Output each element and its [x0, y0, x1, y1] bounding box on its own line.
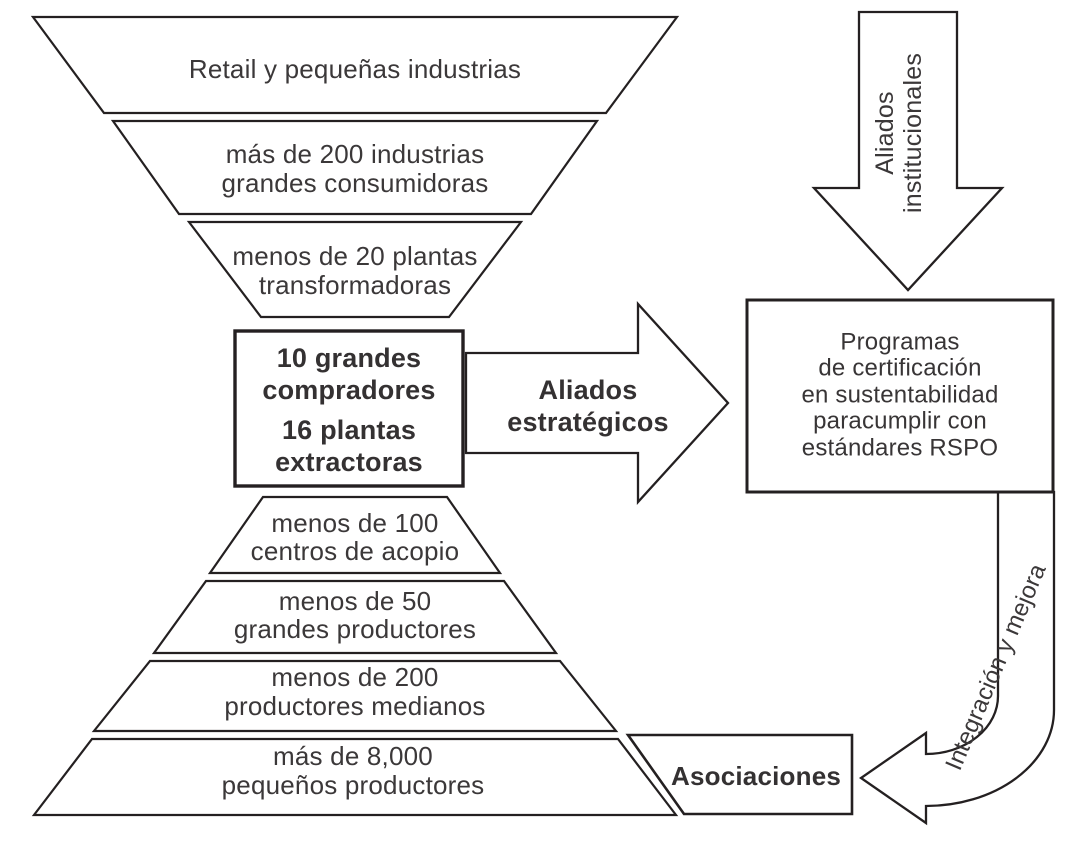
bottom-pyramid-level-4-label-line2: pequeños productores: [222, 770, 485, 800]
strategic-allies-arrow-label-line2: estratégicos: [507, 407, 668, 437]
top-funnel-level-2-label-line2: grandes consumidoras: [221, 168, 488, 198]
institutional-allies-arrow-label-line1: Aliados: [871, 91, 899, 174]
institutional-allies-arrow-label-line2: institucionales: [899, 53, 927, 213]
certification-box-label-line3: en sustentabilidad: [801, 382, 998, 409]
top-funnel-level-1-label: Retail y pequeñas industrias: [189, 54, 521, 84]
top-funnel-level-1: [30, 15, 680, 115]
bottom-pyramid-level-1-label-line2: centros de acopio: [251, 536, 460, 566]
certification-box-label-line4: paracumplir con: [813, 408, 987, 435]
certification-box-label-line5: estándares RSPO: [802, 435, 998, 462]
institutional-allies-arrow: [811, 10, 1005, 292]
core-box-label-line1: 10 grandes: [277, 343, 422, 373]
core-box: [233, 329, 465, 488]
strategic-allies-arrow: [464, 301, 730, 505]
strategic-allies-arrow-label-line1: Aliados: [539, 375, 638, 405]
certification-box-label-line2: de certificación: [818, 355, 981, 382]
integration-arrow: [858, 490, 1056, 826]
bottom-pyramid-level-2-label-line2: grandes productores: [234, 614, 476, 644]
bottom-pyramid-level-3: [91, 659, 619, 733]
core-box-label-line2: compradores: [262, 375, 435, 405]
certification-box: [745, 298, 1055, 494]
top-funnel-level-2: [110, 119, 600, 216]
bottom-pyramid-level-3-label-line1: menos de 200: [271, 662, 438, 692]
core-box-label-line4: extractoras: [275, 447, 423, 477]
core-box-label-line3: 16 plantas: [282, 415, 416, 445]
top-funnel-level-3: [186, 220, 524, 319]
top-funnel-level-3-label-line2: transformadoras: [259, 270, 451, 300]
bottom-pyramid-level-2-label-line1: menos de 50: [279, 586, 432, 616]
bottom-pyramid-level-4: [31, 737, 679, 817]
associations-box-label: Asociaciones: [671, 761, 841, 791]
bottom-pyramid-level-1: [207, 495, 503, 575]
bottom-pyramid-level-2: [151, 579, 559, 655]
bottom-pyramid-level-3-label-line2: productores medianos: [224, 691, 485, 721]
certification-box-label-line1: Programas: [840, 329, 959, 356]
top-funnel-level-2-label-line1: más de 200 industrias: [226, 139, 485, 169]
bottom-pyramid-level-4-label-line1: más de 8,000: [273, 741, 433, 771]
associations-box: [625, 733, 854, 816]
bottom-pyramid-level-1-label-line1: menos de 100: [271, 508, 438, 538]
top-funnel-level-3-label-line1: menos de 20 plantas: [232, 241, 477, 271]
